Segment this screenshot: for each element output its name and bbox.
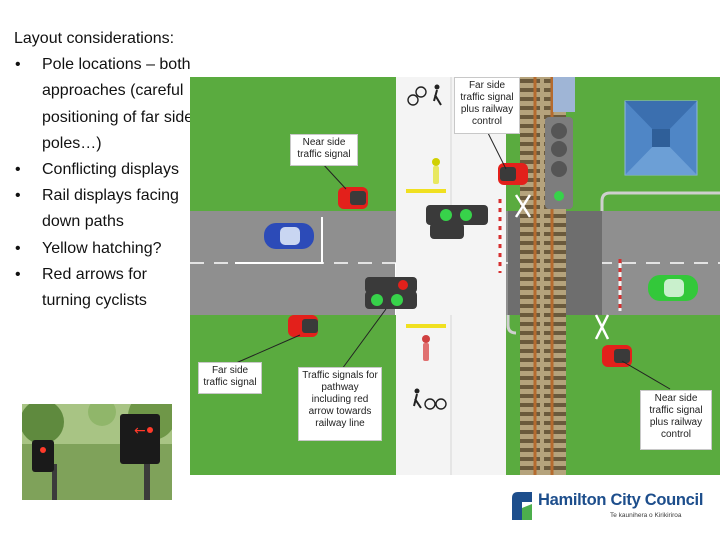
note-item: Yellow hatching?	[14, 236, 199, 262]
note-item: Conflicting displays	[14, 157, 199, 183]
pedestrian-icon	[433, 84, 442, 106]
hcc-logo-icon	[512, 492, 532, 520]
traffic-signal-icon	[32, 440, 54, 472]
callout-pathway: Traffic signals for pathway including re…	[298, 367, 382, 441]
intersection-diagram	[190, 77, 720, 475]
railway-cross-icon	[594, 314, 610, 340]
cyclist-icon	[432, 158, 440, 184]
pedestrian-icon	[413, 388, 422, 409]
callout-pointer	[341, 308, 387, 370]
traffic-signal-icon	[602, 345, 632, 367]
callout-far-side: Far side traffic signal	[198, 362, 262, 394]
notes-list: Pole locations – both approaches (carefu…	[14, 52, 199, 314]
logo-name: Hamilton City Council	[538, 491, 704, 509]
bicycle-icon	[407, 86, 427, 106]
traffic-signal-icon	[338, 187, 368, 209]
roof-top	[652, 129, 670, 147]
kerb	[600, 191, 720, 211]
rail-light	[551, 161, 567, 177]
blue-car	[264, 223, 314, 249]
callout-pointer	[321, 162, 347, 190]
notes-heading: Layout considerations:	[14, 30, 175, 47]
callout-pointer	[487, 132, 507, 170]
note-item: Rail displays facing down paths	[14, 183, 199, 235]
logo-tagline: Te kaunihera o Kirikiriroa	[610, 512, 682, 519]
stop-line-left	[235, 217, 323, 264]
roof-face	[625, 138, 697, 175]
rail-light	[551, 123, 567, 139]
note-item: Pole locations – both approaches (carefu…	[14, 52, 199, 157]
rail-light	[551, 141, 567, 157]
signal-photo: ←	[22, 404, 172, 500]
traffic-signal-icon	[498, 163, 528, 185]
railway-cross-icon	[514, 194, 532, 218]
callout-pointer	[621, 360, 671, 390]
kerb	[506, 315, 517, 335]
note-item: Red arrows for turning cyclists	[14, 262, 199, 314]
pathway-signal-head	[365, 277, 417, 309]
green-car	[648, 275, 698, 301]
callout-pointer	[235, 334, 301, 364]
traffic-signal-icon	[288, 315, 318, 337]
hamilton-logo: Hamilton City Council Te kaunihera o Kir…	[506, 488, 716, 532]
callout-near-side: Near side traffic signal	[290, 134, 358, 166]
callout-near-side-rail: Near side traffic signal plus railway co…	[640, 390, 712, 450]
traffic-signal-icon: ←	[120, 414, 160, 464]
train	[553, 77, 575, 112]
callout-far-side-rail: Far side traffic signal plus railway con…	[454, 77, 520, 134]
roof-face	[625, 101, 697, 138]
pathway-signal-head	[426, 205, 488, 239]
svg-text:←: ←	[134, 423, 146, 439]
rail-green-light	[554, 191, 564, 201]
bicycle-icon	[424, 398, 447, 410]
layout-notes: Layout considerations: Pole locations – …	[14, 26, 199, 314]
cyclist-icon	[422, 335, 430, 361]
